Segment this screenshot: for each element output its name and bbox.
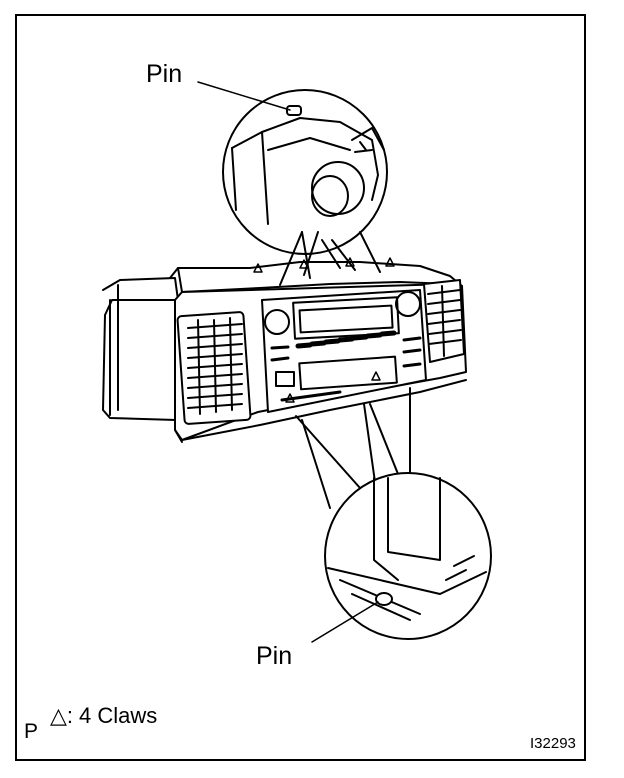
right-vent-slats — [427, 285, 462, 357]
top-pin-leader — [197, 81, 291, 111]
top-pin-label: Pin — [146, 60, 183, 88]
bottom-detail-circle — [324, 472, 492, 640]
corner-letter: P — [24, 720, 39, 743]
bottom-pin-mark — [375, 592, 393, 606]
bottom-pin-leader — [311, 601, 379, 643]
top-detail-circle — [222, 89, 388, 255]
claw-legend-text: 4 Claws — [79, 703, 158, 728]
left-vent-slats — [187, 317, 243, 415]
figure-code: I32293 — [530, 735, 576, 752]
claw-symbol: △: — [50, 703, 74, 728]
top-pin-mark — [286, 105, 302, 116]
bezel-body — [102, 257, 467, 443]
claw-legend: △: 4 Claws — [50, 703, 157, 729]
bottom-pin-label: Pin — [256, 642, 293, 670]
top-leader-lines — [279, 231, 381, 286]
